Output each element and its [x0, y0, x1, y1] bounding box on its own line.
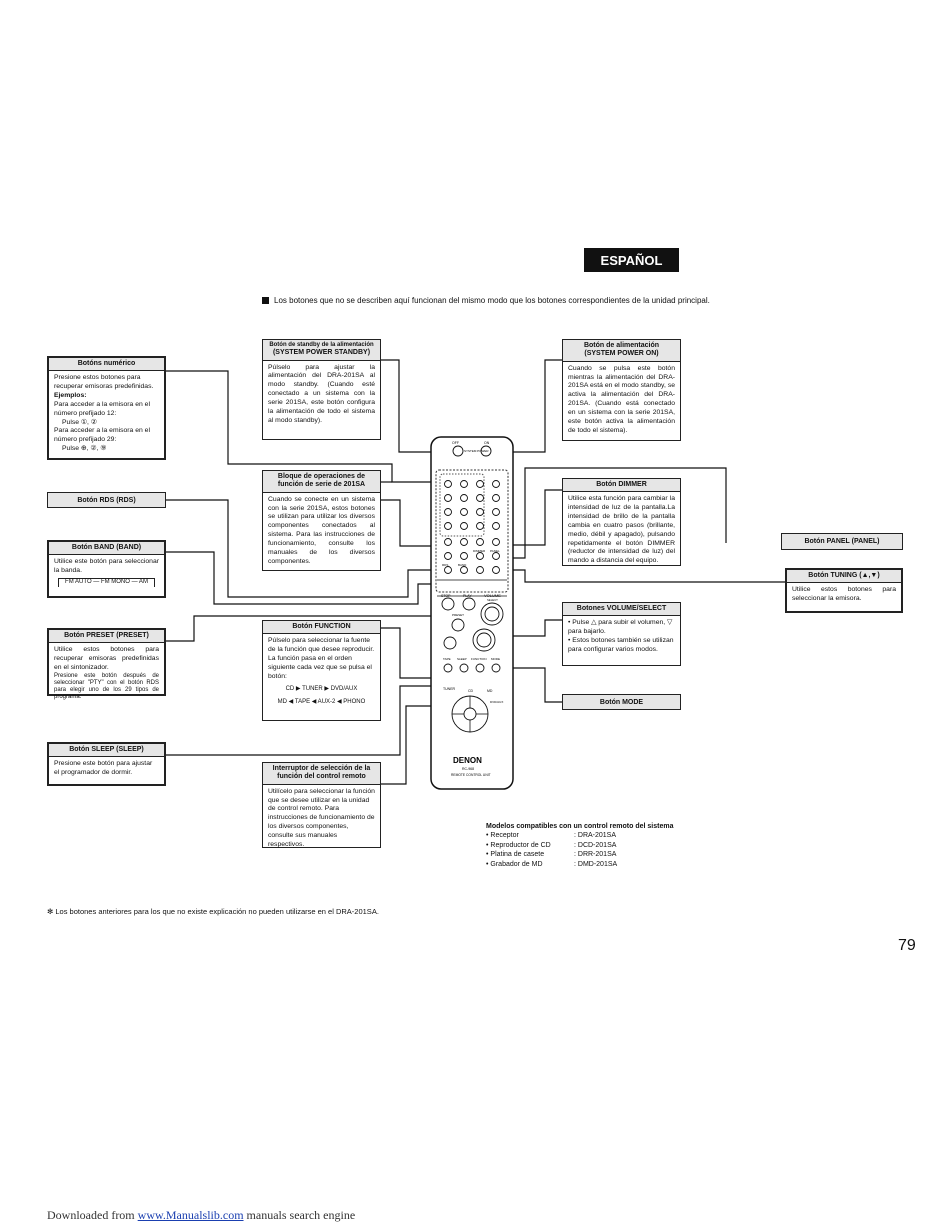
- intro-note-text: Los botones que no se describen aquí fun…: [274, 296, 710, 305]
- numeric-box: Botóns numérico Presione estos botones p…: [47, 356, 166, 460]
- numeric-press2: Pulse ⊕, ②, ⑨: [62, 445, 107, 453]
- remote-play-label: PLAY: [463, 594, 472, 598]
- remote-dvd-label: DVD/AUX: [490, 700, 503, 704]
- square-bullet-icon: [262, 297, 269, 304]
- function-seq1: CD ▶ TUNER ▶ DVD/AUX: [285, 685, 358, 692]
- function-body: Púlselo para seleccionar la fuente de la…: [268, 637, 375, 680]
- switch-title2: función del control remoto: [277, 773, 366, 781]
- remote-tuner-label: TUNER: [443, 687, 456, 691]
- remote-stop-label: STOP: [441, 594, 451, 598]
- remote-off-label: OFF: [452, 441, 459, 445]
- poweron-box: Botón de alimentación(SYSTEM POWER ON) C…: [562, 339, 681, 441]
- preset-title: Botón PRESET (PRESET): [49, 630, 164, 644]
- remote-tape-label: TAPE: [443, 657, 451, 661]
- poweron-body: Cuando se pulsa este botón mientras la a…: [568, 364, 675, 434]
- block-title2: función de serie de 201SA: [277, 481, 366, 489]
- tuning-title: Botón TUNING (▲,▼): [787, 570, 901, 584]
- block-title1: Bloque de operaciones de: [277, 473, 366, 480]
- numeric-body1: Presione estos botones para recuperar em…: [54, 374, 154, 391]
- download-footer: Downloaded from www.Manualslib.com manua…: [47, 1208, 355, 1223]
- compat-value: : DRA-201SA: [574, 832, 617, 840]
- compat-key: • Grabador de MD: [486, 860, 543, 868]
- compat-key: • Receptor: [486, 832, 519, 840]
- rds-label: Botón RDS (RDS): [47, 492, 166, 508]
- standby-box: Botón de standby de la alimentación(SYST…: [262, 339, 381, 440]
- band-sequence: FM AUTO — FM MONO — AM: [58, 578, 155, 587]
- dimmer-title: Botón DIMMER: [563, 479, 680, 493]
- preset-box: Botón PRESET (PRESET) Utilice estos boto…: [47, 628, 166, 700]
- switch-title1: Interruptor de selección de la: [272, 765, 371, 772]
- remote-unit-label: REMOTE CONTROL UNIT: [451, 773, 491, 777]
- block-body: Cuando se conecte en un sistema con la s…: [268, 495, 375, 565]
- remote-function-label: FUNCTION: [471, 657, 487, 661]
- volume-bullet1: • Pulse △ para subir el volumen, ▽ para …: [568, 619, 673, 636]
- remote-cd-label: CD: [468, 689, 474, 693]
- page-number: 79: [898, 937, 916, 954]
- panel-label: Botón PANEL (PANEL): [781, 533, 903, 550]
- poweron-title1: Botón de alimentación: [583, 342, 660, 349]
- dimmer-box: Botón DIMMER Utilice esta función para c…: [562, 478, 681, 566]
- remote-brand: DENON: [453, 756, 482, 765]
- remote-volume-label: VOLUME: [484, 593, 501, 598]
- remote-on-label: ON: [484, 441, 490, 445]
- remote-dimmer-label: DIMMER: [473, 549, 486, 553]
- compat-key: • Platina de casete: [486, 851, 545, 859]
- remote-panel-label: PANEL: [490, 549, 500, 553]
- preset-small: Presione este botón después de seleccion…: [54, 672, 159, 701]
- remote-band-label: BAND: [458, 563, 467, 567]
- tuning-box: Botón TUNING (▲,▼) Utilice estos botones…: [785, 568, 903, 613]
- numeric-example-label: Ejemplos:: [54, 392, 87, 400]
- download-prefix: Downloaded from: [47, 1208, 138, 1222]
- standby-body: Púlselo para ajustar la alimentación del…: [268, 363, 375, 424]
- band-title: Botón BAND (BAND): [49, 542, 164, 556]
- compat-value: : DRR-201SA: [574, 851, 617, 859]
- compat-value: : DMD-201SA: [574, 860, 618, 868]
- compat-title: Modelos compatibles con un control remot…: [486, 823, 674, 830]
- download-suffix: manuals search engine: [243, 1208, 356, 1222]
- volume-title: Botones VOLUME/SELECT: [563, 603, 680, 617]
- remote-control: OFF ON SYSTEM POWER RDS BAND DIMMER PANE…: [430, 436, 514, 790]
- sleep-title: Botón SLEEP (SLEEP): [49, 744, 164, 758]
- language-tab: ESPAÑOL: [584, 248, 679, 272]
- remote-sleep-label: SLEEP: [457, 657, 467, 661]
- footnote: ✻ Los botones anteriores para los que no…: [47, 907, 379, 916]
- remote-rds-label: RDS: [442, 563, 448, 567]
- numeric-title: Botóns numérico: [49, 358, 164, 372]
- volume-box: Botones VOLUME/SELECT • Pulse △ para sub…: [562, 602, 681, 666]
- manualslib-link[interactable]: www.Manualslib.com: [137, 1208, 244, 1222]
- remote-md-label: MD: [487, 689, 493, 693]
- function-title: Botón FUNCTION: [263, 621, 380, 635]
- numeric-press1: Pulse ①, ②: [62, 418, 97, 426]
- numeric-body3: Para acceder a la emisora en el número p…: [54, 427, 150, 444]
- standby-title2: (SYSTEM POWER STANDBY): [272, 349, 371, 357]
- mode-label: Botón MODE: [562, 694, 681, 710]
- function-box: Botón FUNCTION Púlselo para seleccionar …: [262, 620, 381, 721]
- preset-body: Utilice estos botones para recuperar emi…: [54, 646, 159, 672]
- remote-select-label: SELECT: [487, 598, 498, 602]
- compat-key: • Reproductor de CD: [486, 841, 551, 849]
- band-box: Botón BAND (BAND) Utilice este botón par…: [47, 540, 166, 598]
- switch-body: Utilícelo para seleccionar la función qu…: [268, 787, 375, 848]
- numeric-body2: Para acceder a la emisora en el número p…: [54, 400, 150, 417]
- remote-mode-label: MODE: [491, 657, 500, 661]
- remote-sys-label: SYSTEM POWER: [464, 449, 489, 453]
- dimmer-body: Utilice esta función para cambiar la int…: [568, 495, 675, 565]
- sleep-box: Botón SLEEP (SLEEP) Presione este botón …: [47, 742, 166, 786]
- intro-note: Los botones que no se describen aquí fun…: [262, 296, 710, 305]
- volume-bullet2: • Estos botones también se utilizan para…: [568, 637, 674, 653]
- function-seq2: MD ◀ TAPE ◀ AUX-2 ◀ PHONO: [277, 699, 366, 706]
- remote-preset-label: PRESET: [452, 613, 464, 617]
- compat-value: : DCD-201SA: [574, 841, 617, 849]
- sleep-body: Presione este botón para ajustar el prog…: [54, 760, 153, 777]
- tuning-body: Utilice estos botones para seleccionar l…: [792, 586, 896, 603]
- band-body: Utilice este botón para seleccionar la b…: [54, 558, 159, 575]
- standby-title1: Botón de standby de la alimentación: [269, 342, 374, 348]
- poweron-title2: (SYSTEM POWER ON): [584, 350, 659, 358]
- compatible-models: Modelos compatibles con un control remot…: [486, 822, 673, 869]
- remote-model: RC-968: [462, 767, 474, 771]
